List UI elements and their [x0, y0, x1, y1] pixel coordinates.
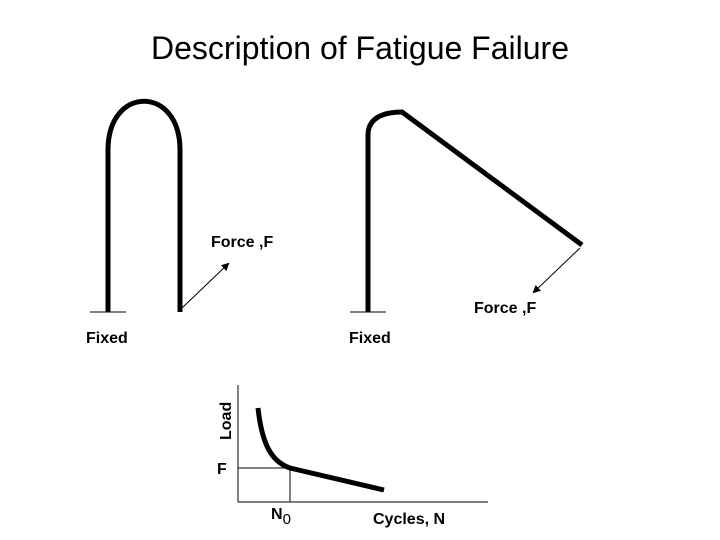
sn-n0-sub: 0	[282, 511, 291, 528]
sn-n0-main: N	[271, 506, 283, 523]
left-force-arrow	[181, 262, 230, 309]
left-bar	[105, 98, 183, 312]
sn-n0-marker: N0	[271, 506, 291, 528]
right-bar	[365, 109, 584, 312]
sn-f-marker: F	[217, 461, 227, 478]
right-force-arrow	[532, 247, 581, 294]
left-force-label: Force ,F	[211, 234, 274, 251]
page-title: Description of Fatigue Failure	[151, 30, 569, 66]
right-force-label: Force ,F	[474, 300, 537, 317]
sn-y-axis-label: Load	[218, 401, 235, 440]
sn-curve	[255, 407, 385, 493]
right-fixed-label: Fixed	[349, 330, 391, 347]
sn-x-axis-label: Cycles, N	[373, 511, 446, 528]
left-fixed-label: Fixed	[86, 330, 128, 347]
